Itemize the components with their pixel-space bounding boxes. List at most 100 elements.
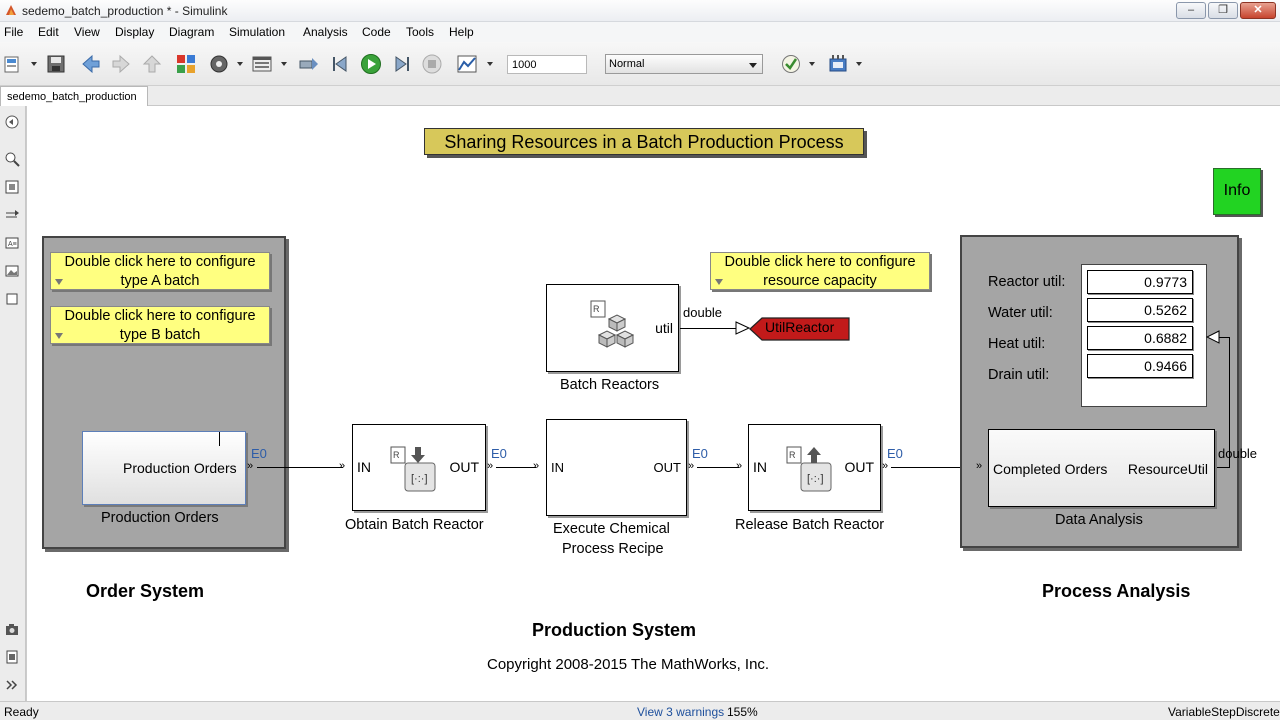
model-settings-icon[interactable]	[208, 53, 230, 75]
hide-show-browser-icon[interactable]	[4, 114, 20, 130]
menu-edit[interactable]: Edit	[38, 25, 59, 39]
step-back-icon[interactable]	[330, 53, 352, 75]
text-cursor-icon	[219, 432, 220, 446]
signal-line[interactable]	[1229, 337, 1230, 468]
advisor-icon[interactable]	[780, 53, 802, 75]
info-button[interactable]: Info	[1213, 168, 1261, 215]
svg-text:R: R	[593, 304, 600, 314]
screenshot-icon[interactable]	[4, 621, 20, 637]
hdl-icon[interactable]	[827, 53, 849, 75]
data-analysis-block[interactable]: Completed Orders ResourceUtil	[988, 429, 1215, 507]
menu-diagram[interactable]: Diagram	[169, 25, 215, 39]
back-icon[interactable]	[80, 53, 102, 75]
hdl-dropdown-icon[interactable]	[856, 62, 862, 66]
report-icon[interactable]	[4, 649, 20, 665]
menu-display[interactable]: Display	[115, 25, 155, 39]
stop-icon[interactable]	[421, 53, 443, 75]
arrow-down-icon	[55, 333, 63, 339]
production-orders-block[interactable]: Production Orders	[82, 431, 246, 505]
library-browser-icon[interactable]	[175, 53, 197, 75]
configure-type-b-note[interactable]: Double click here to configure type B ba…	[50, 306, 270, 344]
goto-tag-shape	[749, 317, 850, 341]
run-icon[interactable]	[360, 53, 382, 75]
tab-sedemo-batch-production[interactable]: sedemo_batch_production	[0, 86, 148, 106]
simulink-app-icon	[6, 5, 16, 15]
display-value-reactor: 0.9773	[1087, 270, 1193, 294]
port-label-e0: E0	[251, 446, 267, 461]
warnings-link[interactable]: View 3 warnings	[637, 705, 725, 719]
heading-production-system: Production System	[532, 620, 697, 640]
new-model-dropdown-icon[interactable]	[31, 62, 37, 66]
display-label-drain: Drain util:	[988, 367, 1050, 383]
advisor-dropdown-icon[interactable]	[809, 62, 815, 66]
out-port-label: OUT	[449, 459, 479, 475]
zoom-icon[interactable]	[4, 151, 20, 167]
signal-line[interactable]	[496, 467, 536, 468]
svg-text:[·:·]: [·:·]	[807, 473, 824, 485]
forward-icon[interactable]	[110, 53, 132, 75]
menu-file[interactable]: File	[4, 25, 24, 39]
goto-tag-label[interactable]: UtilReactor	[765, 319, 835, 335]
stop-time-input[interactable]: 1000	[507, 55, 587, 74]
build-icon[interactable]	[298, 53, 320, 75]
window-title: sedemo_batch_production * - Simulink	[22, 4, 228, 18]
up-icon[interactable]	[141, 53, 163, 75]
model-settings-dropdown-icon[interactable]	[237, 62, 243, 66]
arrow-down-icon	[55, 279, 63, 285]
execute-chemical-process-block[interactable]: IN OUT	[546, 419, 687, 516]
signal-line[interactable]	[1219, 337, 1230, 338]
menu-view[interactable]: View	[74, 25, 100, 39]
expand-palette-icon[interactable]	[4, 677, 20, 693]
note-line: Double click here to configure	[64, 308, 256, 324]
svg-text:R: R	[789, 450, 796, 460]
minimize-button[interactable]: ‒	[1176, 2, 1206, 19]
display-label-reactor: Reactor util:	[988, 274, 1066, 290]
signal-type-label: double	[1218, 446, 1258, 461]
signal-line[interactable]	[891, 467, 979, 468]
new-model-icon[interactable]	[2, 53, 24, 75]
annotation-icon[interactable]: A≡	[4, 235, 20, 251]
record-dropdown-icon[interactable]	[487, 62, 493, 66]
signal-line[interactable]	[697, 467, 739, 468]
signal-line[interactable]	[1216, 467, 1230, 468]
arrow-down-icon	[715, 279, 723, 285]
menu-tools[interactable]: Tools	[406, 25, 435, 39]
image-icon[interactable]	[4, 263, 20, 279]
fit-to-view-icon[interactable]	[4, 179, 20, 195]
arrow-icon[interactable]	[4, 207, 20, 223]
configure-type-a-note[interactable]: Double click here to configure type A ba…	[50, 252, 270, 290]
save-icon[interactable]	[45, 53, 67, 75]
step-forward-icon[interactable]	[390, 53, 412, 75]
model-explorer-dropdown-icon[interactable]	[281, 62, 287, 66]
menu-analysis[interactable]: Analysis	[303, 25, 348, 39]
area-icon[interactable]	[4, 291, 20, 307]
out-port-label: ResourceUtil	[1127, 461, 1208, 477]
output-port-icon: »	[688, 460, 694, 472]
configure-capacity-note[interactable]: Double click here to configure resource …	[710, 252, 930, 290]
heading-order-system: Order System	[86, 581, 205, 601]
menu-help[interactable]: Help	[449, 25, 474, 39]
close-button[interactable]: ✕	[1240, 2, 1276, 19]
palette-bar: A≡	[0, 106, 26, 701]
port-label-e0: E0	[887, 446, 903, 461]
model-explorer-icon[interactable]	[251, 53, 273, 75]
menu-code[interactable]: Code	[362, 25, 391, 39]
block-label-batch-reactors: Batch Reactors	[560, 377, 660, 393]
signal-line[interactable]	[680, 328, 736, 329]
input-port-icon: »	[339, 460, 345, 472]
maximize-button[interactable]: ❐	[1208, 2, 1238, 19]
record-icon[interactable]	[456, 53, 478, 75]
menu-simulation[interactable]: Simulation	[229, 25, 286, 39]
simulation-mode-value: Normal	[609, 58, 645, 70]
signal-line[interactable]	[257, 467, 343, 468]
simulation-mode-select[interactable]: Normal	[605, 54, 763, 74]
release-batch-reactor-block[interactable]: IN OUT R [·:·]	[748, 424, 881, 511]
resource-pool-icon: R	[590, 300, 635, 348]
copyright-text: Copyright 2008-2015 The MathWorks, Inc.	[487, 656, 770, 673]
obtain-batch-reactor-block[interactable]: IN OUT R [·:·]	[352, 424, 486, 511]
signal-arrowhead-icon	[735, 321, 751, 335]
heading-process-analysis: Process Analysis	[1042, 581, 1191, 601]
note-line: type A batch	[120, 273, 200, 289]
batch-reactors-block[interactable]: util R	[546, 284, 679, 372]
svg-text:A≡: A≡	[8, 241, 17, 248]
